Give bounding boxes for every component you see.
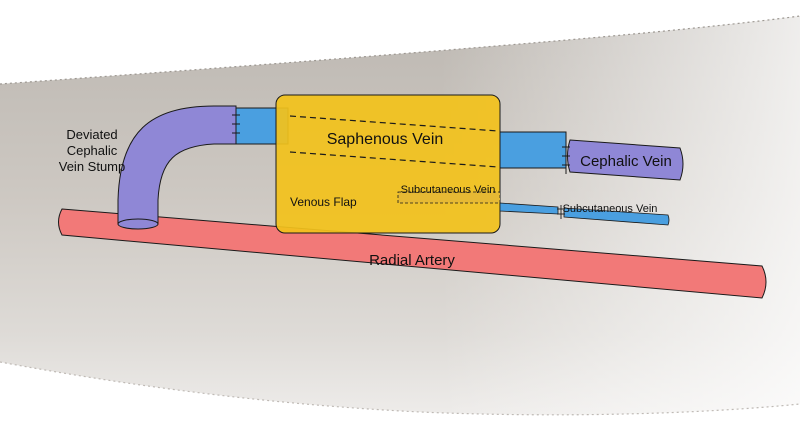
saphenous-vein-label: Saphenous Vein [327,131,444,148]
forearm-upper-edge [0,15,800,85]
subcutaneous-vein-outside-label: Subcutaneous Vein [563,203,658,215]
anastomosis-subcutaneous [557,205,565,219]
cephalic-vein [567,139,684,181]
anastomosis-right [562,138,570,174]
cephalic-vein-stump [117,105,237,225]
subcutaneous-vein-in-flap [397,191,501,204]
stump-label-line3: Vein Stump [59,159,126,174]
saphenous-course-top [289,115,499,132]
anastomosis-left [232,106,240,144]
saphenous-course-bottom [289,151,499,168]
subcutaneous-vein-in-flap-label: Subcutaneous Vein [401,184,496,196]
stump-label-line1: Deviated [66,127,117,142]
cephalic-vein-label: Cephalic Vein [580,153,672,170]
stump-label-line2: Cephalic [67,143,118,158]
radial-artery [58,208,767,299]
venous-flap-label: Venous Flap [290,195,357,209]
venous-flap [275,94,501,234]
radial-artery-label: Radial Artery [369,252,455,269]
stump-end [117,218,159,230]
subcutaneous-vein-outside [563,207,670,226]
saphenous-vein-right [499,131,567,169]
